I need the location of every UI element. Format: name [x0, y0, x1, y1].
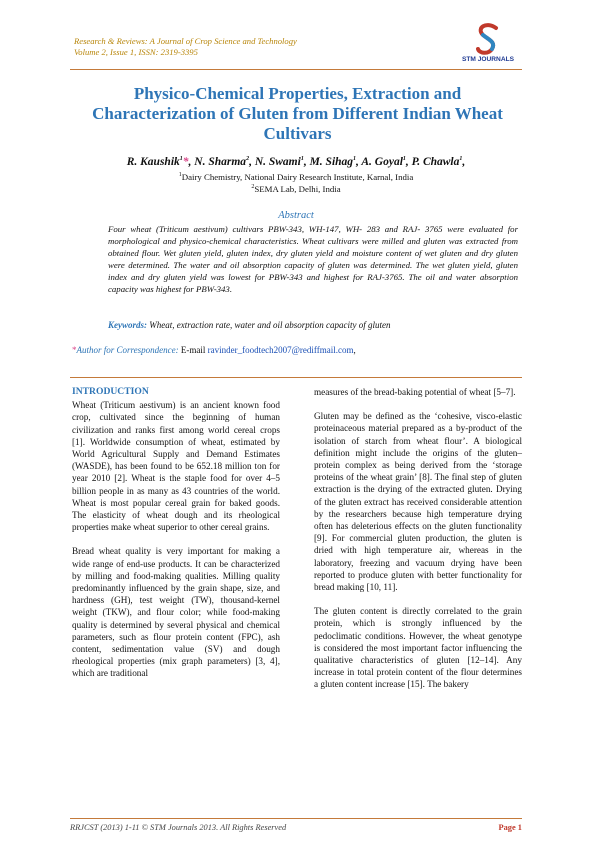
corresponding-mark: * — [182, 156, 189, 168]
journal-name: Research & Reviews: A Journal of Crop Sc… — [74, 36, 297, 46]
keywords-text: Wheat, extraction rate, water and oil ab… — [149, 320, 391, 330]
body-paragraph: Bread wheat quality is very important fo… — [72, 546, 280, 679]
abstract-text: Four wheat (Triticum aestivum) cultivars… — [108, 224, 518, 294]
author-sup: 1 — [300, 156, 304, 163]
affiliation-sup: 2 — [251, 184, 255, 191]
correspondence-label: Author for Correspondence: — [76, 345, 179, 355]
affiliation-2: 2SEMA Lab, Delhi, India — [70, 184, 522, 194]
body-paragraph: The gluten content is directly correlate… — [314, 606, 522, 690]
keywords-label: Keywords: — [108, 320, 147, 330]
abstract-heading: Abstract — [278, 210, 314, 221]
stm-logo-icon — [476, 23, 498, 55]
author-name: N. Swami — [254, 156, 301, 168]
email-link[interactable]: ravinder_foodtech2007@rediffmail.com — [207, 345, 354, 355]
section-rule — [70, 377, 522, 378]
author-sup: 2 — [246, 156, 250, 163]
left-column: INTRODUCTION Wheat (Triticum aestivum) i… — [72, 386, 280, 692]
email-suffix: , — [353, 345, 356, 355]
author-sup: 1 — [459, 156, 463, 163]
author-name: M. Sihag — [309, 156, 354, 168]
right-column: measures of the bread-baking potential o… — [314, 386, 522, 703]
body-paragraph: Gluten may be defined as the ‘cohesive, … — [314, 411, 522, 593]
author-name: P. Chawla — [411, 156, 460, 168]
affiliation-text: Dairy Chemistry, National Dairy Research… — [181, 172, 414, 182]
section-heading: INTRODUCTION — [72, 386, 149, 397]
journal-issue: Volume 2, Issue 1, ISSN: 2319-3395 — [74, 47, 198, 57]
email-prefix: E-mail — [180, 345, 206, 355]
journal-header: Research & Reviews: A Journal of Crop Sc… — [74, 36, 297, 58]
body-paragraph: measures of the bread-baking potential o… — [314, 387, 516, 397]
author-name: N. Sharma — [194, 156, 247, 168]
logo-text: STM JOURNALS — [461, 56, 515, 63]
body-paragraph: Wheat (Triticum aestivum) is an ancient … — [72, 400, 280, 533]
author-sup: 1 — [353, 156, 357, 163]
affiliation-1: 1Dairy Chemistry, National Dairy Researc… — [70, 172, 522, 182]
stm-journals-logo: STM JOURNALS — [456, 22, 520, 68]
author-name: R. Kaushik — [126, 156, 180, 168]
page-footer: RRJCST (2013) 1-11 © STM Journals 2013. … — [70, 823, 522, 832]
header-rule — [70, 69, 522, 70]
author-list: R. Kaushik1*, N. Sharma2, N. Swami1, M. … — [126, 156, 466, 168]
copyright-text: RRJCST (2013) 1-11 © STM Journals 2013. … — [70, 823, 287, 832]
affiliation-sup: 1 — [178, 172, 182, 179]
footer-rule — [70, 818, 522, 819]
keywords: Keywords: Wheat, extraction rate, water … — [108, 320, 518, 330]
author-sup: 1 — [402, 156, 406, 163]
correspondence: *Author for Correspondence: E-mail ravin… — [72, 345, 522, 355]
paper-title: Physico-Chemical Properties, Extraction … — [92, 84, 503, 143]
correspondence-star: * — [72, 345, 77, 355]
author-name: A. Goyal — [361, 156, 403, 168]
page-number: Page 1 — [498, 823, 523, 832]
affiliation-text: SEMA Lab, Delhi, India — [254, 184, 341, 194]
author-sup: 1 — [179, 156, 183, 163]
